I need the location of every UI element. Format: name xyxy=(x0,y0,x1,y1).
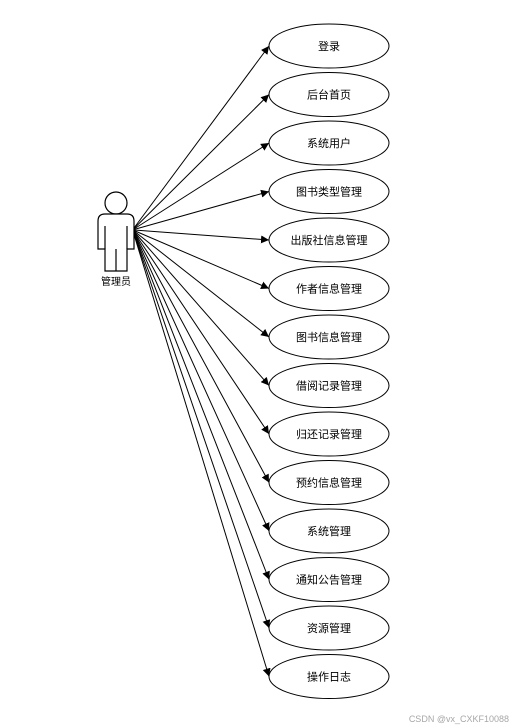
use-case: 归还记录管理 xyxy=(268,411,390,457)
actor: 管理员 xyxy=(97,191,135,288)
use-case: 系统管理 xyxy=(268,508,390,554)
association-arrow xyxy=(133,189,270,230)
association-arrow xyxy=(133,233,270,580)
use-case-ellipse xyxy=(268,314,390,360)
use-case-ellipse xyxy=(268,557,390,602)
use-case-label: 通知公告管理 xyxy=(296,573,362,587)
use-case-ellipse xyxy=(268,460,390,505)
use-case-label: 系统用户 xyxy=(307,136,351,150)
use-case-ellipse xyxy=(268,508,390,554)
association-arrow xyxy=(133,232,270,483)
association-arrow xyxy=(133,45,270,229)
use-case: 资源管理 xyxy=(268,605,390,651)
use-case-label: 借阅记录管理 xyxy=(296,379,362,393)
watermark: CSDN @vx_CXKF10088 xyxy=(408,714,509,724)
use-case: 作者信息管理 xyxy=(268,266,390,311)
associations xyxy=(133,45,271,677)
use-case-label: 登录 xyxy=(318,39,340,53)
use-case-ellipse xyxy=(268,23,390,69)
association-arrow xyxy=(133,232,270,532)
use-case-ellipse xyxy=(268,120,390,166)
use-case-label: 图书类型管理 xyxy=(296,185,362,199)
use-case: 后台首页 xyxy=(268,72,390,117)
use-case: 借阅记录管理 xyxy=(268,363,390,408)
actor-label: 管理员 xyxy=(101,275,131,288)
use-case-ellipse xyxy=(268,266,390,311)
association-arrow xyxy=(133,94,270,229)
use-case: 系统用户 xyxy=(268,120,390,166)
use-case-label: 图书信息管理 xyxy=(296,330,362,344)
use-case-label: 归还记录管理 xyxy=(296,427,362,441)
use-case-ellipse xyxy=(268,363,390,408)
use-case-ellipse xyxy=(268,72,390,117)
association-arrow xyxy=(133,229,270,244)
use-case-label: 后台首页 xyxy=(307,88,351,102)
use-case-ellipse xyxy=(268,169,390,214)
use-cases: 登录后台首页系统用户图书类型管理出版社信息管理作者信息管理图书信息管理借阅记录管… xyxy=(268,23,390,699)
association-arrow xyxy=(133,231,270,386)
use-case-label: 预约信息管理 xyxy=(296,476,362,490)
use-case-ellipse xyxy=(268,605,390,651)
use-case: 图书信息管理 xyxy=(268,314,390,360)
use-case: 登录 xyxy=(268,23,390,69)
use-case-ellipse xyxy=(268,217,390,263)
use-case-label: 作者信息管理 xyxy=(296,282,362,296)
use-case-ellipse xyxy=(268,411,390,457)
use-case: 图书类型管理 xyxy=(268,169,390,214)
use-case: 预约信息管理 xyxy=(268,460,390,505)
association-arrow xyxy=(133,231,270,435)
use-case: 出版社信息管理 xyxy=(268,217,390,263)
association-arrow xyxy=(133,234,271,677)
use-case-label: 资源管理 xyxy=(307,621,351,635)
person-icon xyxy=(97,191,135,272)
association-arrow xyxy=(133,230,270,338)
association-arrow xyxy=(133,233,271,629)
use-case: 通知公告管理 xyxy=(268,557,390,602)
use-case-label: 出版社信息管理 xyxy=(291,233,368,247)
use-case: 操作日志 xyxy=(268,654,390,699)
use-case-label: 系统管理 xyxy=(307,524,351,538)
association-arrow xyxy=(133,142,270,230)
use-case-ellipse xyxy=(268,654,390,699)
use-case-label: 操作日志 xyxy=(307,670,351,684)
association-arrow xyxy=(133,230,270,290)
